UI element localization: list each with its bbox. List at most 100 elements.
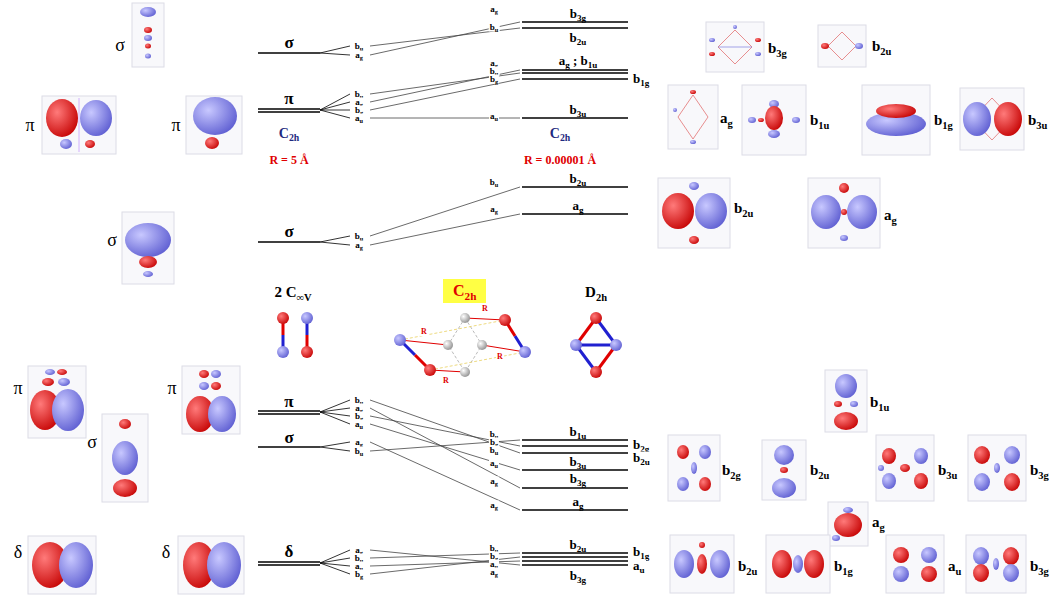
orbital-picture [709,38,715,42]
symbol-letter: a [490,458,495,468]
correlation-line [370,424,520,470]
orbital-picture [143,271,153,277]
splitting-line [320,94,350,110]
symmetry-label: ag [571,199,584,212]
symmetry-label: ag [571,495,584,508]
distance-symbol: R [420,328,428,336]
symbol-letter: b [490,445,495,455]
symbol-letter: b [581,53,588,68]
energy-level [258,52,320,54]
symbol-letter: b [570,102,577,117]
symbol-letter: C [279,126,289,141]
distance-symbol: R [481,305,489,313]
orbital-picture [966,535,1026,593]
symbol-subscript: 2h [596,291,607,302]
symmetry-label: b3u [569,455,588,468]
orbital-picture [113,479,137,497]
orbital-picture [758,118,764,122]
orbital-picture [834,401,842,407]
distance-symbol: R [496,353,504,361]
orbital-picture [691,462,697,474]
symbol-subscript: 2h [465,290,477,302]
orbital-picture [58,378,70,386]
symbol-subscript: g [579,502,584,512]
symbol-subscript: u [360,450,364,457]
symbol-subscript: 2u [880,45,891,56]
splitting-line [320,53,350,55]
energy-level [522,27,628,29]
symbol-subscript: 1u [878,401,889,412]
orbital-picture [45,369,55,375]
symbol-letter: b [570,454,577,469]
symbol-letter: a [559,53,566,68]
symmetry-label: au [632,559,646,572]
orbital-picture [718,47,752,48]
molecule-figure [277,312,622,378]
molecule-figure [448,318,482,372]
orbital-picture [199,370,209,378]
symmetry-label: b1g [632,72,650,85]
orbital-picture [825,370,867,432]
symbol-letter: b [570,30,577,45]
orbital-picture [697,554,707,574]
orbital-picture [689,236,699,244]
symbol-subscript: u [495,26,499,33]
orbital-picture [768,130,780,138]
sublevel-label: bu [489,23,500,32]
distance-label: R = 0.00001 Å [524,154,596,166]
symbol-letter: a [490,567,495,577]
orbital-picture [670,535,734,593]
orbital-picture [832,535,840,541]
orbital-picture [673,108,677,112]
molecule-figure [424,364,436,376]
orbital-picture [804,550,824,578]
orbital-type-label: π [13,379,22,397]
symbol-subscript: u [494,115,498,122]
symbol-letter: b [490,177,495,187]
energy-level [522,564,628,566]
symmetry-label: b1g [632,545,650,558]
symbol-letter: b [570,171,577,186]
orbital-picture [80,100,112,136]
symbol-subscript: g [892,214,897,225]
sublevel-label: bg [489,75,499,84]
splitting-line [320,412,350,424]
splitting-line [320,102,350,110]
symbol-subscript: g [495,208,498,215]
orbital-picture [139,256,157,268]
orbital-picture [79,98,80,152]
orbital-picture [793,555,803,573]
symbol-subscript: g [360,573,363,580]
orbital-picture [893,547,909,563]
sublevel-label: au [489,459,499,468]
splitting-line [320,442,350,447]
orbital-picture [772,478,796,498]
symbol-letter: a [355,240,360,250]
molecule-figure [277,312,289,324]
symbol-letter: b [738,558,746,574]
symbol-subscript: g [565,61,570,71]
sublevel-label: bu [354,447,365,456]
orbital-label: ag [884,208,897,223]
molecule-figure [570,339,582,351]
symbol-subscript: g [880,521,885,532]
orbital-label: b3g [1030,559,1049,574]
molecule-figure [477,340,487,350]
symbol-letter: a [355,113,360,123]
point-group-label: C2h [453,282,476,300]
orbital-picture [893,566,909,582]
orbital-picture [60,139,72,149]
orbital-picture [843,507,853,513]
orbital-picture [193,97,237,135]
orbital-picture [733,25,737,29]
orbital-picture [792,117,800,123]
energy-level [258,108,320,110]
orbital-picture [828,502,868,546]
orbital-picture [818,25,866,67]
correlation-line [370,22,520,574]
symbol-subscript: u [495,449,499,456]
splitting-line [320,400,350,412]
symmetry-label: b2u [569,172,588,185]
orbital-picture [973,564,989,582]
